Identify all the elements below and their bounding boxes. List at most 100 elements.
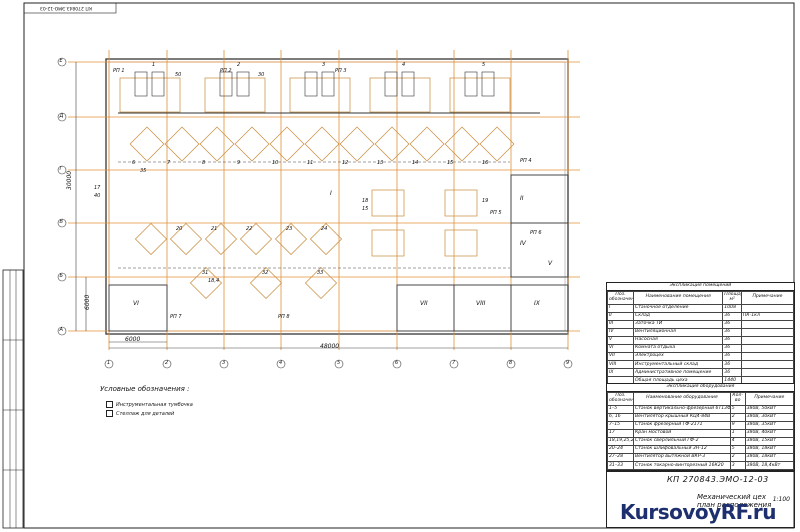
rp-label-6: РП 6: [530, 230, 542, 236]
rooms_table-cell: IX: [606, 368, 635, 378]
top-drawing-code: КП 270843.ЭМО-12-03: [40, 5, 92, 10]
rooms_table-cell: Насосная: [633, 335, 724, 346]
rp-label-5: РП 5: [490, 210, 502, 216]
equipment_table-cell: 20–24: [606, 445, 635, 455]
axis-letter-e: Е: [59, 58, 63, 64]
machine-number-4: 4: [402, 62, 406, 68]
rooms_table-cell: [740, 335, 795, 346]
rating-label: 18,4: [208, 278, 220, 284]
rating-label: 30: [258, 72, 265, 78]
title-block-title: Механический цех план расположения: [697, 493, 772, 509]
rooms_table-cell: 36: [722, 327, 742, 337]
rooms_table-cell: [740, 368, 795, 378]
rooms_table-cell: Вентиляционная: [633, 327, 724, 337]
rooms_table-cell: III: [606, 319, 635, 329]
zone-label-1: I: [330, 190, 332, 197]
equipment_table-cell: 5: [729, 445, 746, 455]
rooms_table-cell: 36: [722, 319, 742, 329]
machine-number-15: 15: [447, 160, 454, 166]
rooms_table-cell: [740, 327, 795, 337]
equip-header-qty: Кол-во: [729, 391, 746, 406]
legend-item: Инструментальная тумбочка: [106, 401, 250, 408]
rooms_table-cell: [740, 360, 795, 370]
rooms_table-cell: 36: [722, 352, 742, 362]
bay-dimension: 6000: [125, 336, 141, 343]
axis-number-3: 3: [222, 360, 226, 366]
title-line-2: план расположения: [697, 500, 772, 509]
rooms_table-cell: 36: [722, 344, 742, 354]
axis-number-2: 2: [165, 360, 169, 366]
left-dimension: 6000: [84, 294, 91, 310]
machine-number-31: 31: [202, 270, 209, 276]
width-dimension: 48000: [320, 343, 340, 350]
watermark: KursovoyRF.ru: [620, 500, 777, 524]
equipment_table-cell: 380В, 35кВт: [744, 420, 795, 430]
equipment_table-cell: 6, 16: [606, 412, 635, 422]
equipment_table-cell: 380В, 18кВт: [744, 453, 795, 463]
axis-number-5: 5: [337, 360, 341, 366]
table-row: 18,19,25,26Станок сверлильный ГФ-24380В,…: [606, 436, 795, 447]
rp-label-8: РП 8: [278, 314, 290, 320]
axis-letter-d: Д: [59, 113, 64, 119]
rating-label: 50: [175, 72, 182, 78]
machine-number-19: 19: [482, 198, 489, 204]
equipment_table-cell: 5: [729, 404, 746, 414]
machine-number-1: 1: [152, 62, 156, 68]
legend-item-label: Инструментальная тумбочка: [116, 401, 193, 408]
machine-number-5: 5: [482, 62, 486, 68]
equipment_table-cell: Станок сверлильный ГФ-2: [633, 436, 731, 447]
axis-letter-b: Б: [59, 273, 63, 279]
equipment_table-cell: 4: [729, 436, 746, 447]
rooms_table-cell: Комната отдыха: [633, 344, 724, 354]
equipment_table-cell: Станок фрезерный ГФ-2171: [633, 420, 731, 430]
rooms_table-cell: [740, 303, 795, 313]
equipment_table-cell: 380В, 30кВт: [744, 412, 795, 422]
machine-number-3: 3: [322, 62, 326, 68]
equipment_table-cell: 2: [729, 453, 746, 463]
equipment_table-cell: 18,19,25,26: [606, 436, 635, 447]
rooms_table-cell: Станочное отделение: [633, 303, 724, 313]
machine-number-9: 9: [237, 160, 241, 166]
rooms-header-area: Площадь, м²: [722, 290, 742, 305]
rooms_table-cell: VIII: [606, 360, 635, 370]
rack-icon: [106, 410, 113, 417]
rooms_table-cell: 36: [722, 335, 742, 346]
equipment_table-cell: Станок шлифовальный 3Н-12: [633, 445, 731, 455]
axis-letter-g: Г: [59, 166, 63, 172]
tool-cabinet-icon: [106, 401, 113, 408]
rooms_table-cell: Заточка ТИ: [633, 319, 724, 329]
title-block-code: КП 270843.ЭМО-12-03: [667, 475, 769, 484]
rooms_table-cell: 36: [722, 360, 742, 370]
zone-label-7: VII: [420, 300, 428, 307]
axis-number-6: 6: [395, 360, 399, 366]
legend-item-label: Стеллаж для деталей: [116, 410, 175, 417]
equipment_table-cell: Вентилятор крышный КЦ4-84В: [633, 412, 731, 422]
legend-title: Условные обозначения :: [100, 385, 190, 393]
machine-number-6: 6: [132, 160, 136, 166]
equipment_table-cell: 380В, 15кВт: [744, 436, 795, 447]
rooms-header-name: Наименование помещения: [633, 290, 724, 305]
machine-number-23: 23: [286, 226, 293, 232]
rp-label-2: РП 2: [220, 68, 232, 74]
machine-number-17: 17: [94, 185, 101, 191]
equipment_table-cell: Вентилятор вытяжной ВКР-3: [633, 453, 731, 463]
rating-label: 15: [362, 206, 369, 212]
rooms_table-cell: 36: [722, 311, 742, 321]
rooms-table: Экспликация помещений Поз. обозначение Н…: [606, 282, 795, 387]
axis-number-9: 9: [566, 360, 570, 366]
zone-label-2: II: [520, 195, 524, 202]
zone-label-6: VI: [133, 300, 139, 307]
rooms_table-cell: 1008: [722, 303, 742, 313]
rp-label-4: РП 4: [520, 158, 532, 164]
machine-number-10: 10: [272, 160, 279, 166]
